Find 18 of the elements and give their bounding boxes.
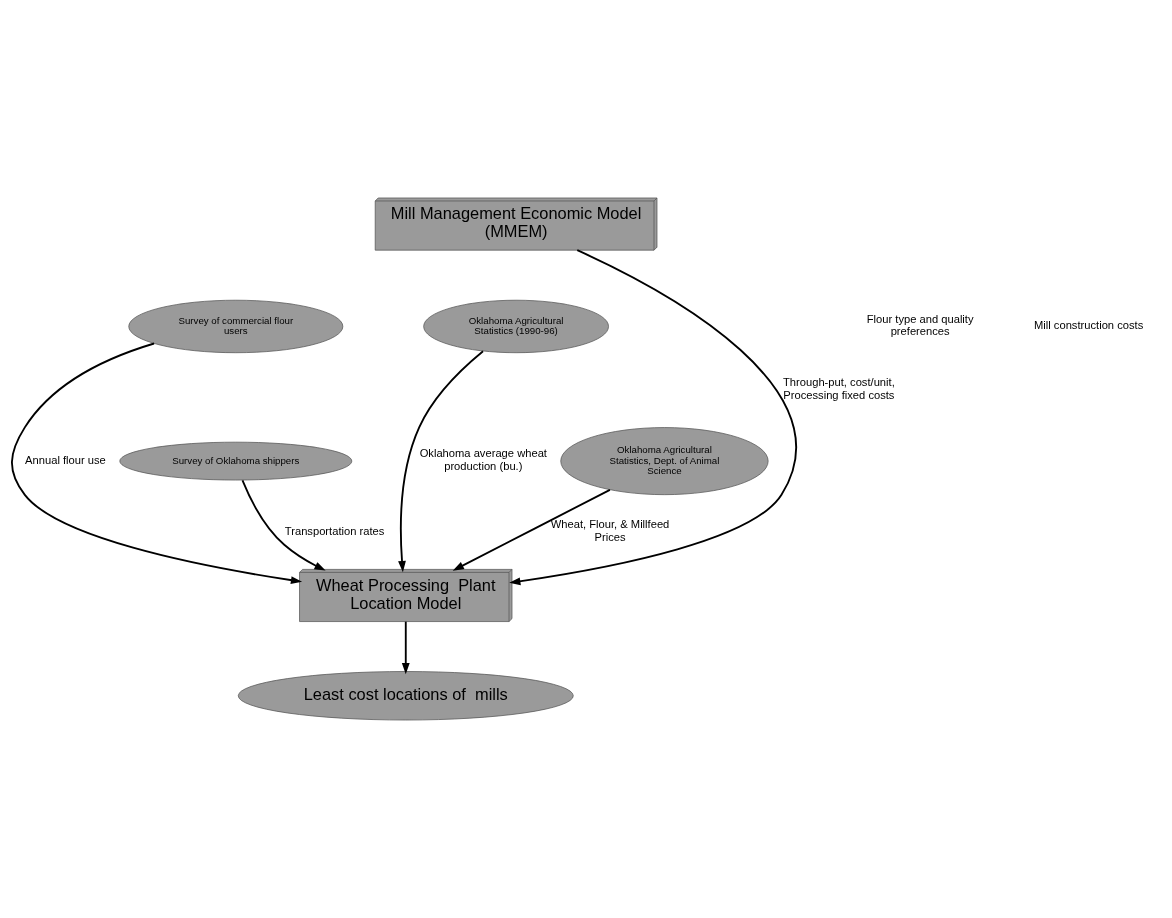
node-ellipse: Survey of Oklahoma shippers xyxy=(119,441,353,481)
edge-label: Wheat, Flour, & Millfeed Prices xyxy=(550,518,670,544)
node-ellipse: Oklahoma Agricultural Statistics, Dept. of Animal Science xyxy=(560,427,769,496)
arrow xyxy=(509,249,797,586)
edge-label: Through-put, cost/unit, Processing fixed costs xyxy=(783,376,895,402)
arrow xyxy=(241,479,326,571)
label: Flour type and quality preferences xyxy=(866,312,974,338)
node-ellipse: Survey of commercial flour users xyxy=(128,299,344,354)
edge-label: Oklahoma average wheat production (bu.) xyxy=(419,447,547,473)
arrow xyxy=(11,342,303,584)
edge-label: Annual flour use xyxy=(25,453,106,466)
arrow xyxy=(452,488,611,571)
edge-label: Transportation rates xyxy=(284,524,385,537)
node-ellipse: Oklahoma Agricultural Statistics (1990-96) xyxy=(423,299,609,354)
arrow xyxy=(401,620,410,675)
arrow xyxy=(398,350,484,573)
label: Mill construction costs xyxy=(1033,319,1144,332)
node-ellipse: Least cost locations of mills xyxy=(237,671,574,721)
